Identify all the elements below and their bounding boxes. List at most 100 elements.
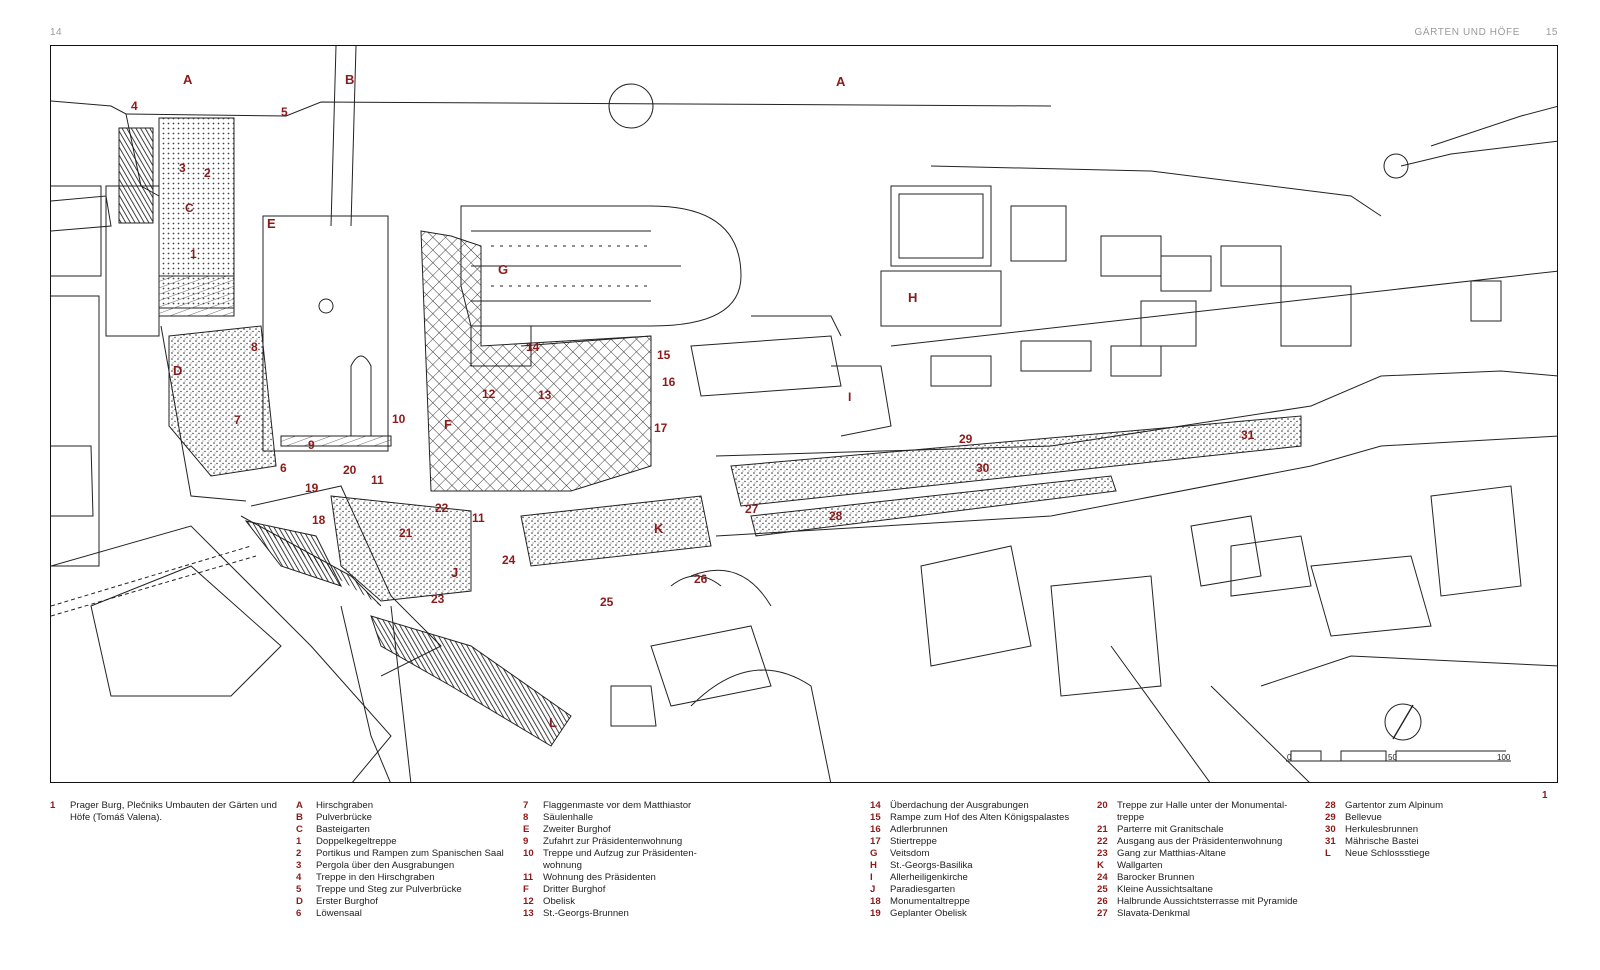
legend-item: 20 Treppe zur Halle unter der Monumental-… [1097, 800, 1327, 824]
legend-key: H [870, 860, 877, 871]
legend-key: B [296, 812, 303, 823]
legend-key: D [296, 896, 303, 907]
map-label-21: 21 [399, 526, 413, 540]
scale-label-0: 0 [1287, 753, 1292, 762]
map-label-g: G [498, 262, 509, 277]
legend-key: G [870, 848, 878, 859]
legend-key: 11 [523, 872, 534, 883]
map-label-20: 20 [343, 463, 357, 477]
map-label-1: 1 [190, 247, 197, 261]
legend-value: Zufahrt zur Präsidentenwohnung [543, 836, 683, 847]
map-label-23: 23 [431, 592, 445, 606]
legend-value: Adlerbrunnen [890, 824, 948, 835]
legend-key: 4 [296, 872, 302, 883]
legend-item: D Erster Burghof [296, 896, 526, 908]
legend-key: 7 [523, 800, 529, 811]
legend-value: St.-Georgs-Brunnen [543, 908, 629, 919]
legend-key: 16 [870, 824, 881, 835]
map-label-e: E [267, 216, 276, 231]
map-label-d: D [173, 363, 183, 378]
legend-key: 12 [523, 896, 534, 907]
site-plan-drawing [51, 46, 1557, 782]
map-label-30: 30 [976, 461, 990, 475]
legend-item: 6 Löwensaal [296, 908, 526, 920]
legend-key: K [1097, 860, 1104, 871]
legend-value: Obelisk [543, 896, 575, 907]
legend-value: Stiertreppe [890, 836, 937, 847]
legend-key: 24 [1097, 872, 1108, 883]
map-label-13: 13 [538, 388, 552, 402]
legend-value: Halbrunde Aussichtsterrasse mit Pyramide [1117, 896, 1298, 907]
legend-column-4: 20 Treppe zur Halle unter der Monumental-… [1097, 800, 1327, 920]
map-label-f: F [444, 417, 452, 432]
legend-key: 20 [1097, 800, 1108, 811]
caption-text: Prager Burg, Plečniks Umbauten der Gärte… [70, 800, 277, 823]
map-label-l: L [549, 715, 557, 730]
legend-key: 6 [296, 908, 302, 919]
legend-value: Gartentor zum Alpinum [1345, 800, 1444, 811]
legend-value: Basteigarten [316, 824, 370, 835]
legend-item: B Pulverbrücke [296, 812, 526, 824]
page-number-left: 14 [50, 27, 63, 38]
legend-key: 18 [870, 896, 881, 907]
legend-value: Erster Burghof [316, 896, 378, 907]
legend-key: 26 [1097, 896, 1108, 907]
map-label-8: 8 [251, 340, 258, 354]
map-label-15: 15 [657, 348, 671, 362]
legend-key: E [523, 824, 530, 835]
legend-value: Ausgang aus der Präsidentenwohnung [1117, 836, 1283, 847]
legend-key: 1 [296, 836, 302, 847]
map-label-j: J [451, 565, 459, 580]
map-label-5: 5 [281, 105, 288, 119]
map-label-25: 25 [600, 595, 614, 609]
legend-value: Löwensaal [316, 908, 362, 919]
legend-value: Pulverbrücke [316, 812, 372, 823]
legend-key: 13 [523, 908, 534, 919]
legend-key: 5 [296, 884, 302, 895]
map-label-3: 3 [179, 161, 186, 175]
map-label-k: K [654, 521, 664, 536]
legend-key: I [870, 872, 873, 883]
legend-key: 29 [1325, 812, 1336, 823]
legend-key: 9 [523, 836, 529, 847]
legend-key: C [296, 824, 303, 835]
legend-key: 15 [870, 812, 881, 823]
map-label-c: C [185, 201, 194, 215]
legend-value: Treppe zur Halle unter der Monumental- t… [1117, 800, 1288, 823]
caption-number: 1 [50, 800, 56, 811]
legend-value: Herkulesbrunnen [1345, 824, 1419, 835]
map-label-a: A [836, 74, 846, 89]
legend-value: Hirschgraben [316, 800, 374, 811]
legend-value: Slavata-Denkmal [1117, 908, 1191, 919]
legend-key: A [296, 800, 303, 811]
legend-value: Überdachung der Ausgrabungen [890, 800, 1029, 811]
map-label-14: 14 [526, 340, 540, 354]
legend-item: 12 Obelisk [523, 896, 723, 908]
legend-key: 25 [1097, 884, 1108, 895]
legend-value: Treppe und Aufzug zur Präsidenten- wohnu… [543, 848, 697, 871]
legend-item: 7 Flaggenmaste vor dem Matthiastor [523, 800, 723, 812]
map-label-11: 11 [472, 511, 485, 525]
map-label-9: 9 [308, 438, 315, 452]
map-label-a: A [183, 72, 193, 87]
legend-value: Flaggenmaste vor dem Matthiastor [543, 800, 692, 811]
map-label-12: 12 [482, 387, 496, 401]
legend-key: L [1325, 848, 1331, 859]
